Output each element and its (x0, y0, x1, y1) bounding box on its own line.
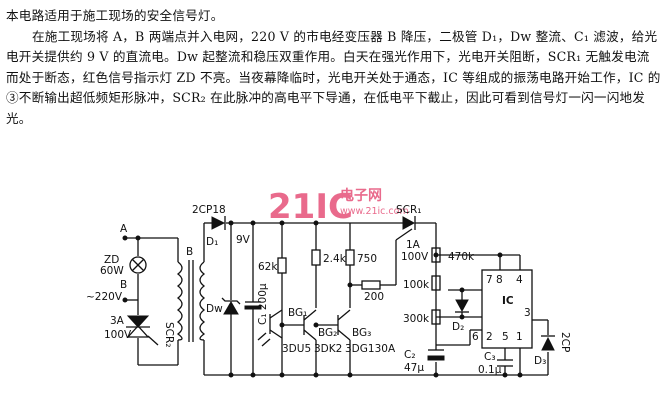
terminal-b: B (120, 279, 128, 303)
ic-pin-2: 2 (486, 331, 493, 343)
capacitor-c2: C₂ 47μ (404, 349, 445, 374)
resistor-100k: 100k (403, 275, 441, 291)
resistor-100k-label: 100k (403, 279, 430, 291)
capacitor-c1: C₁ 200μ (244, 283, 269, 325)
supply-voltage-label: 9V (236, 234, 251, 246)
capacitor-c3-value: 0.1μ (478, 364, 502, 376)
resistor-750: 750 (345, 249, 377, 266)
resistor-2-4k-label: 2.4k (323, 253, 347, 265)
lamp-label: ZD (104, 254, 119, 266)
junctions (135, 220, 523, 378)
resistor-300k: 300k (403, 309, 441, 325)
resistor-62k: 62k (258, 257, 287, 274)
transformer-label: B (186, 246, 193, 258)
resistor-470k: 470k (431, 247, 475, 263)
watermark-sub: 电子网 (340, 187, 382, 204)
resistor-750-label: 750 (357, 253, 377, 265)
ic-label: IC (502, 295, 514, 307)
zener-dw: Dw (206, 297, 241, 315)
bg3-type: 3DG130A (345, 343, 396, 355)
capacitor-c2-label: C₂ (404, 349, 416, 361)
terminal-b-label: B (120, 279, 127, 291)
diode-d1-label: D₁ (206, 236, 218, 248)
terminal-a: A (120, 223, 128, 241)
lamp-power-label: 60W (100, 265, 124, 277)
bg2-label: BG₂ (318, 327, 337, 339)
terminal-a-label: A (120, 223, 128, 235)
zener-label: Dw (206, 303, 223, 315)
bg2-type: 3DK2 (314, 343, 342, 355)
mains-voltage-label: ~220V (86, 291, 123, 303)
ic-pin-3: 3 (524, 307, 531, 319)
ic-555: IC 7 8 4 2 5 1 3 6 (472, 269, 533, 349)
description-text: 本电路适用于施工现场的安全信号灯。 在施工现场将 A，B 两端点并入电网，220… (6, 6, 661, 129)
thyristor-scr1: SCR₁ 1A 100V (395, 204, 429, 263)
resistor-200-label: 200 (364, 291, 384, 303)
transistor-bg3: BG₃ 3DG130A (316, 309, 396, 355)
triac-label: SCR₂ (163, 322, 175, 348)
resistor-200: 200 (361, 280, 384, 303)
diode-d2-label: D₂ (452, 321, 464, 333)
phototransistor-bg1: BG₁ 3DU5 (257, 307, 311, 355)
diode-d2: D₂ (452, 299, 469, 333)
ic-pin-5: 5 (502, 331, 509, 343)
bg1-label: BG₁ (288, 307, 307, 319)
scr1-label: SCR₁ (396, 204, 422, 216)
bg1-type: 3DU5 (282, 343, 311, 355)
paragraph-body: 在施工现场将 A，B 两端点并入电网，220 V 的市电经变压器 B 降压，二极… (6, 28, 661, 126)
diode-d1-type: 2CP18 (192, 204, 226, 216)
watermark-main: 21IC (268, 187, 353, 227)
capacitor-c1-label: C₁ 200μ (257, 283, 269, 325)
capacitor-c3: C₃ 0.1μ (478, 351, 513, 376)
watermark-url: www.21ic.com (340, 206, 409, 217)
capacitor-c2-value: 47μ (404, 362, 424, 374)
triac-current-label: 3A (110, 315, 125, 327)
transformer-b: B (176, 246, 206, 342)
diode-d3: D₃ 2CP (534, 332, 571, 367)
capacitor-c3-label: C₃ (484, 351, 496, 363)
resistor-470k-label: 470k (448, 251, 475, 263)
bg3-label: BG₃ (352, 327, 371, 339)
ic-pin-8: 8 (496, 274, 503, 286)
diode-d3-label: D₃ (534, 355, 546, 367)
scr1-voltage-label: 100V (401, 251, 429, 263)
signal-lamp-zd: ZD 60W (100, 254, 147, 277)
triac-scr2: 3A 100V SCR₂ (104, 315, 175, 348)
resistor-2-4k: 2.4k (311, 249, 347, 266)
resistor-300k-label: 300k (403, 313, 430, 325)
ic-pin-7: 7 (486, 274, 493, 286)
scr1-current-label: 1A (406, 239, 421, 251)
watermark-logo: 21IC 电子网 www.21ic.com (268, 187, 409, 227)
transistor-bg2: BG₂ 3DK2 (282, 309, 342, 355)
diode-d1: 2CP18 D₁ (192, 204, 226, 248)
ic-pin-4: 4 (516, 274, 523, 286)
ic-pin-6: 6 (472, 331, 479, 343)
diode-d3-type: 2CP (559, 332, 571, 352)
triac-voltage-label: 100V (104, 329, 132, 341)
paragraph-intro: 本电路适用于施工现场的安全信号灯。 (6, 8, 224, 23)
ic-pin-1: 1 (516, 331, 523, 343)
resistor-62k-label: 62k (258, 261, 278, 273)
